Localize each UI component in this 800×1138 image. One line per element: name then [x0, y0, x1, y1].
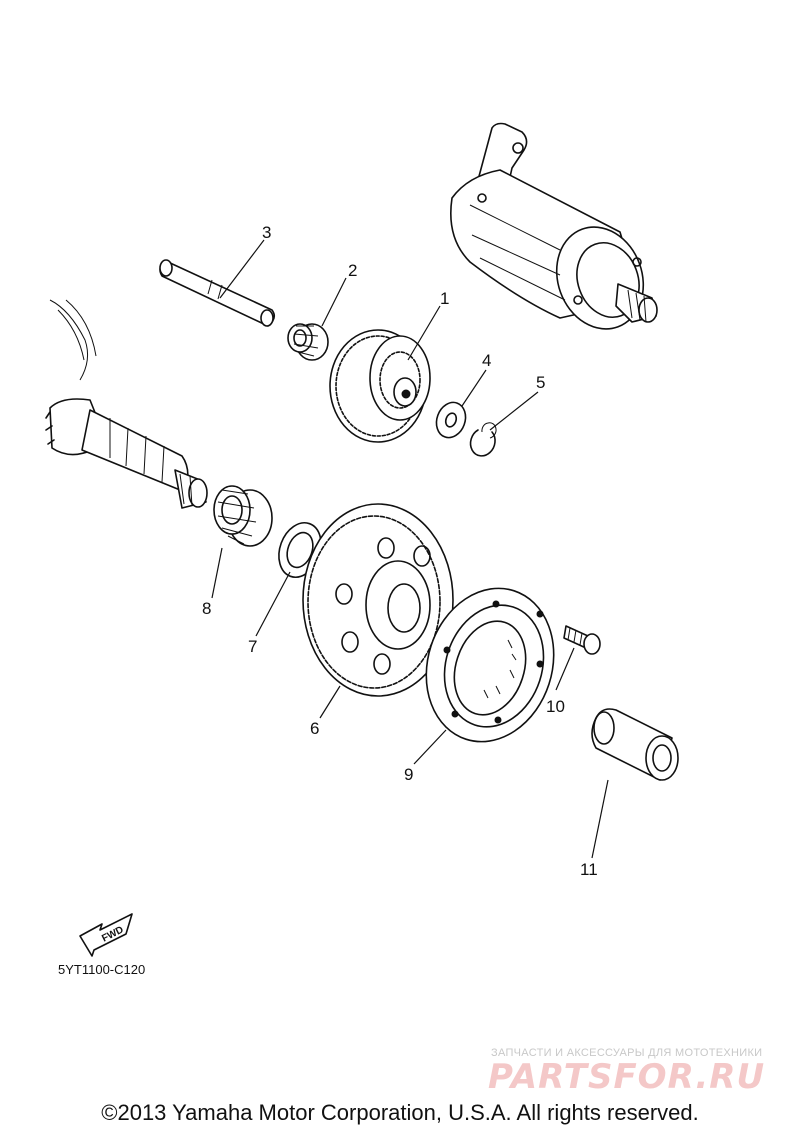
callout-6: 6	[310, 719, 319, 738]
part-8-bearing	[213, 485, 273, 547]
callout-4: 4	[482, 351, 491, 370]
copyright-notice: ©2013 Yamaha Motor Corporation, U.S.A. A…	[101, 1100, 699, 1125]
crankshaft	[45, 299, 208, 509]
callout-10: 10	[546, 697, 565, 716]
callout-3: 3	[262, 223, 271, 242]
part-1-idler-gear	[329, 329, 431, 443]
watermark-logo: PARTSFOR.RU	[488, 1057, 765, 1097]
callout-2: 2	[348, 261, 357, 280]
starter-motor	[450, 122, 658, 330]
part-2-needle-bearing	[287, 323, 329, 361]
leader-lines	[211, 239, 609, 859]
part-5-circlip	[469, 421, 497, 457]
part-9-starter-clutch	[425, 587, 555, 743]
part-4-washer	[435, 401, 467, 439]
watermark: ЗАПЧАСТИ И АКСЕССУАРЫ ДЛЯ МОТОТЕХНИКИ PA…	[488, 1047, 765, 1097]
part-6-wheel-gear	[302, 503, 454, 697]
callout-1: 1	[440, 289, 449, 308]
callout-5: 5	[536, 373, 545, 392]
fwd-arrow-icon: FWD	[79, 913, 133, 957]
part-3-shaft	[159, 259, 276, 327]
callout-11: 11	[580, 860, 598, 879]
part-10-bolt	[563, 625, 601, 655]
callout-9: 9	[404, 765, 413, 784]
part-11-collar	[591, 708, 679, 781]
callout-7: 7	[248, 637, 257, 656]
callout-8: 8	[202, 599, 211, 618]
diagram-code: 5YT1100-C120	[58, 962, 145, 977]
watermark-tagline: ЗАПЧАСТИ И АКСЕССУАРЫ ДЛЯ МОТОТЕХНИКИ	[491, 1047, 762, 1059]
callout-numbers: 3 2 1 4 5 8 7 6 9 10 11	[202, 223, 598, 879]
